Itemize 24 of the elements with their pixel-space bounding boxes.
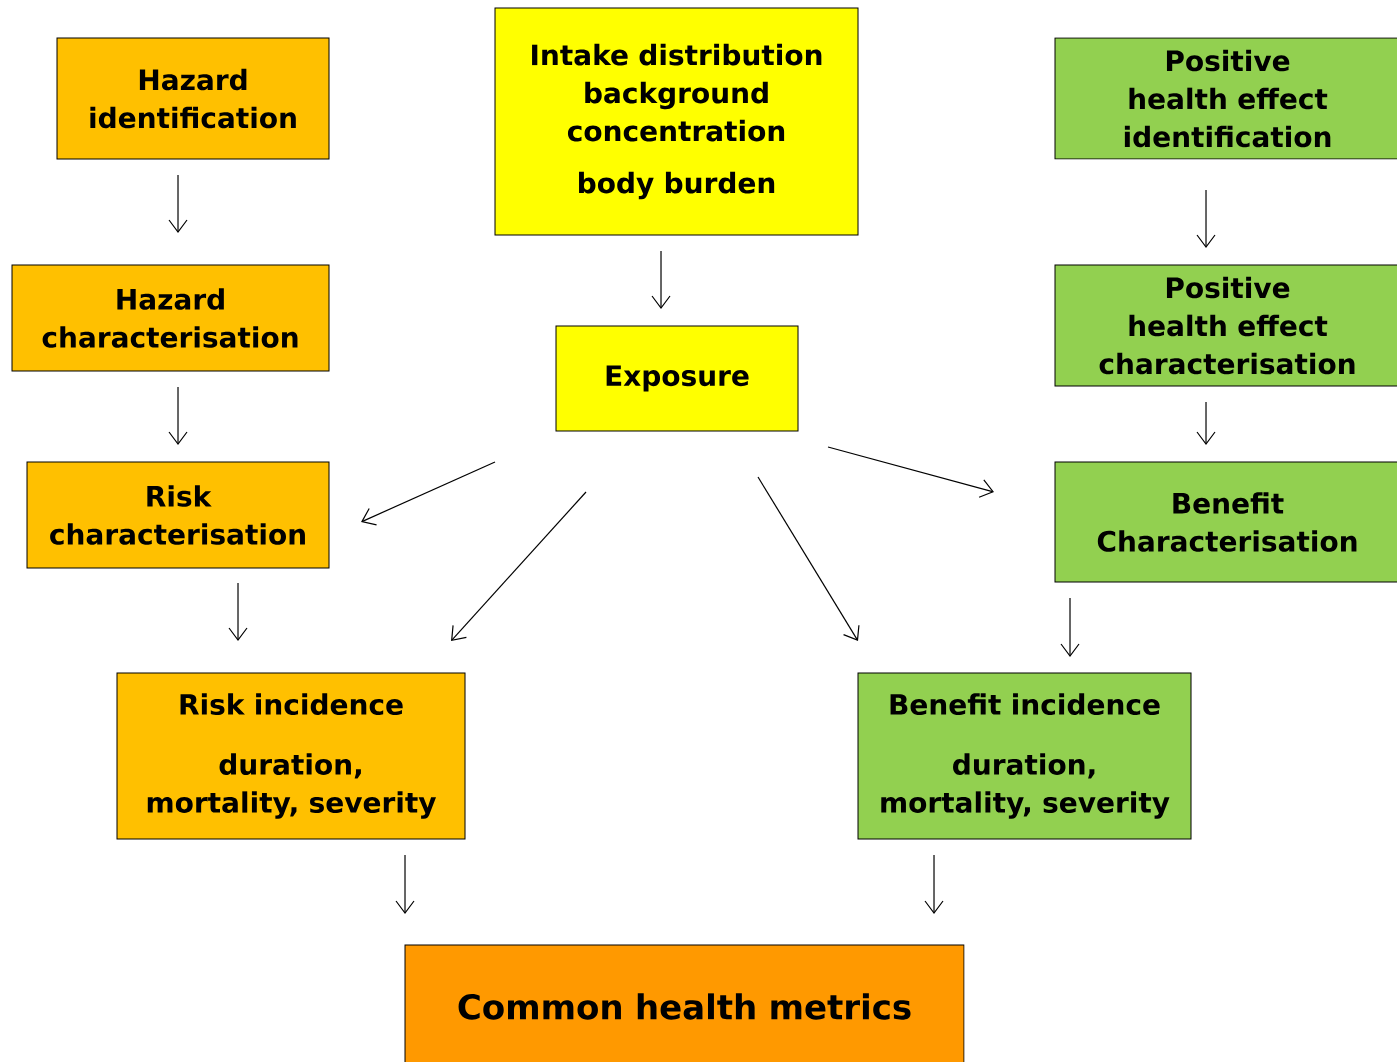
arrow: [1196, 401, 1216, 445]
arrow: [827, 446, 994, 498]
arrow: [757, 476, 860, 641]
process-box: Benefit Characterisation: [1054, 461, 1397, 583]
process-box: Exposure: [555, 325, 799, 432]
arrow: [168, 174, 188, 233]
arrow: [451, 491, 587, 641]
process-box: Hazard identification: [56, 37, 330, 160]
arrow: [1196, 189, 1216, 248]
process-box: Intake distribution background concentration body burden: [494, 7, 859, 236]
arrow: [651, 250, 671, 309]
process-box: Hazard characterisation: [11, 264, 330, 372]
process-box: Positive health effect characterisation: [1054, 264, 1397, 387]
arrow: [395, 854, 415, 914]
process-box: Risk incidence duration, mortality, severity: [116, 672, 466, 840]
process-box: Risk characterisation: [26, 461, 330, 569]
arrow: [361, 461, 496, 526]
process-box: Positive health effect identification: [1054, 37, 1397, 160]
arrow: [1060, 597, 1080, 657]
arrow: [168, 386, 188, 445]
process-box: Benefit incidence duration, mortality, severity: [857, 672, 1192, 840]
process-box: Common health metrics: [404, 944, 965, 1062]
arrow: [228, 582, 248, 641]
arrow: [924, 854, 944, 914]
